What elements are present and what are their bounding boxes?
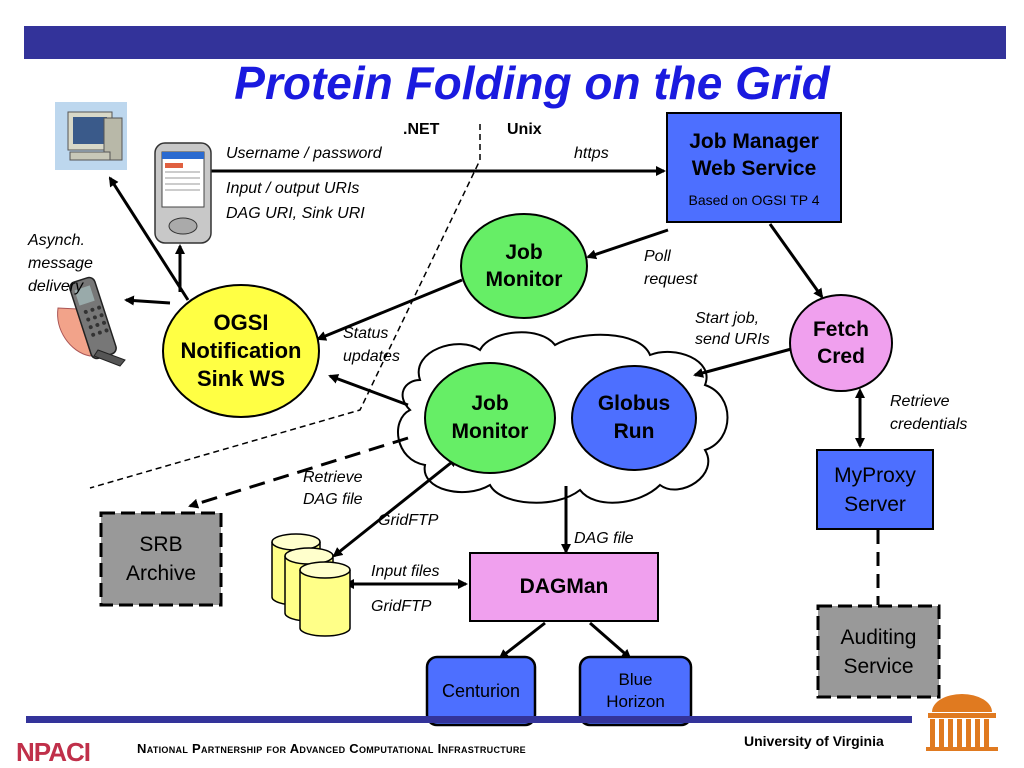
globus-run-node: Globus Run — [572, 366, 696, 470]
fetch-cred-ellipse — [789, 294, 893, 392]
centurion-box — [425, 655, 537, 727]
top-banner — [24, 26, 1006, 59]
ogsi-sink-node: OGSI Notification Sink WS — [163, 285, 319, 417]
dagman-label: DAGMan — [519, 575, 609, 598]
label-gridftp-1: GridFTP — [378, 512, 439, 529]
label-retrieve-dag-1: Retrieve — [303, 469, 363, 486]
desktop-computer-icon — [55, 102, 127, 170]
fetch-cred-line1: Fetch — [812, 318, 869, 341]
label-username-password: Username / password — [226, 145, 382, 162]
job-manager-box — [666, 112, 842, 223]
label-start-job-2: send URIs — [695, 331, 770, 348]
job-monitor-top-line1: Job — [505, 241, 543, 264]
job-manager-subtitle: Based on OGSI TP 4 — [688, 192, 820, 208]
label-retrieve-cred-2: credentials — [890, 416, 968, 433]
label-input-output-uris: Input / output URIs — [226, 180, 360, 197]
footer-organization: National Partnership for Advanced Comput… — [137, 741, 526, 756]
auditing-line2: Service — [843, 654, 914, 678]
label-https: https — [574, 145, 609, 162]
label-dag-file: DAG file — [574, 530, 634, 547]
arrow-dagman-to-centurion — [498, 621, 546, 660]
job-monitor-cloud-line2: Monitor — [451, 420, 529, 443]
net-unix-boundary — [89, 124, 481, 489]
blue-horizon-box — [578, 655, 693, 727]
label-start-job-1: Start job, — [695, 310, 760, 327]
blue-horizon-line1: Blue — [618, 670, 653, 689]
label-input-files: Input files — [371, 563, 440, 580]
auditing-line1: Auditing — [840, 625, 917, 649]
arrow-dagman-to-bluehorizon — [589, 621, 632, 660]
net-region-label: .NET — [403, 121, 440, 138]
label-retrieve-dag-2: DAG file — [303, 491, 363, 508]
label-poll-2: request — [644, 271, 698, 288]
page-title: Protein Folding on the Grid — [234, 57, 830, 109]
job-manager-line2: Web Service — [691, 157, 817, 180]
myproxy-line2: Server — [844, 492, 906, 516]
arrow-jobmanager-to-fetchcred — [768, 223, 824, 299]
arrow-fetchcred-to-globus — [693, 346, 796, 378]
arrow-sink-to-computer — [108, 176, 190, 301]
globus-run-ellipse — [571, 365, 697, 471]
globus-run-line1: Globus — [597, 392, 671, 415]
arrow-sink-to-phone — [124, 295, 171, 306]
dagman-node: DAGMan — [470, 553, 658, 621]
auditing-service-box — [816, 604, 941, 699]
cell-phone-icon — [57, 276, 126, 367]
job-monitor-cloud-node: Job Monitor — [425, 363, 555, 473]
srb-archive-box — [99, 511, 223, 607]
job-monitor-top-ellipse — [460, 213, 588, 319]
centurion-node: Centurion — [427, 657, 535, 725]
arrow-monitor-to-sink — [316, 278, 463, 341]
label-dag-sink-uri: DAG URI, Sink URI — [226, 205, 365, 222]
arrow-cloud-to-sink — [328, 374, 409, 407]
npaci-logo-text: NPACI — [16, 737, 91, 767]
blue-horizon-line2: Horizon — [606, 692, 665, 711]
label-retrieve-cred-1: Retrieve — [890, 393, 950, 410]
ogsi-sink-line2: Notification — [180, 338, 302, 363]
footer-university: University of Virginia — [744, 733, 884, 749]
fetch-cred-node: Fetch Cred — [790, 295, 892, 391]
blue-horizon-node: Blue Horizon — [580, 657, 691, 725]
arrow-jobmanager-to-monitor — [586, 228, 669, 260]
arrow-cloud-to-srb — [188, 436, 409, 509]
storage-cylinders-icon — [271, 533, 351, 637]
ogsi-sink-ellipse — [162, 284, 320, 418]
job-manager-line1: Job Manager — [689, 130, 819, 153]
ogsi-sink-line1: OGSI — [213, 310, 269, 335]
bottom-rule — [26, 716, 912, 723]
npaci-logo: NPACI — [16, 737, 91, 768]
dagman-box — [469, 552, 659, 622]
myproxy-line1: MyProxy — [834, 463, 916, 487]
label-asynch-3: delivery — [28, 278, 84, 295]
job-manager-node: Job Manager Web Service Based on OGSI TP… — [667, 114, 841, 222]
srb-archive-line1: SRB — [139, 533, 183, 556]
label-status-2: updates — [343, 348, 400, 365]
srb-archive-node: SRB Archive — [101, 513, 221, 605]
auditing-service-node: Auditing Service — [818, 606, 939, 697]
unix-region-label: Unix — [507, 121, 542, 138]
job-monitor-cloud-line1: Job — [471, 392, 509, 415]
label-asynch-1: Asynch. — [28, 232, 85, 249]
job-monitor-cloud-ellipse — [424, 362, 556, 474]
label-gridftp-2: GridFTP — [371, 598, 432, 615]
label-poll-1: Poll — [644, 248, 671, 265]
university-rotunda-icon — [926, 694, 998, 751]
fetch-cred-line2: Cred — [817, 345, 865, 368]
label-asynch-2: message — [28, 255, 93, 272]
srb-archive-line2: Archive — [125, 562, 197, 585]
arrow-cloud-to-storage — [332, 457, 459, 558]
centurion-label: Centurion — [441, 680, 521, 701]
globus-run-line2: Run — [613, 420, 655, 443]
label-status-1: Status — [343, 325, 389, 342]
myproxy-node: MyProxy Server — [817, 450, 933, 529]
job-monitor-top-line2: Monitor — [485, 268, 563, 291]
pda-icon — [154, 142, 212, 244]
job-monitor-top-node: Job Monitor — [461, 214, 587, 318]
ogsi-sink-line3: Sink WS — [196, 366, 285, 391]
myproxy-box — [816, 449, 934, 530]
